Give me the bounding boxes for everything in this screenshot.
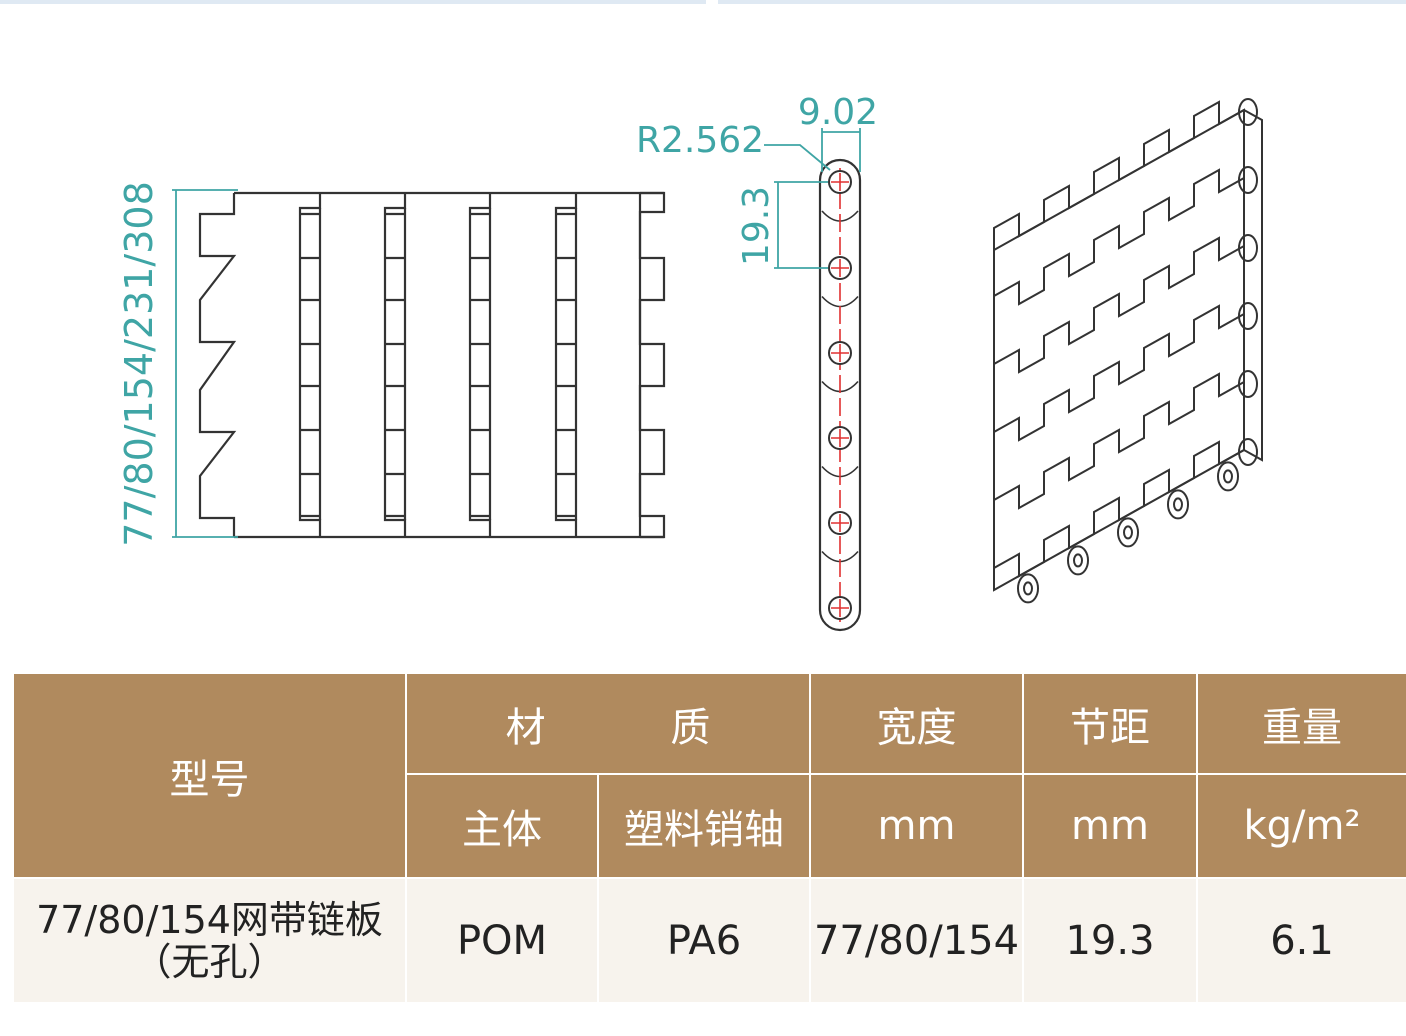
technical-drawing: 77/80/154/231/308 9.02 R2.562 19.3: [117, 92, 1263, 632]
header-pitch-unit: mm: [1022, 773, 1198, 879]
side-dimensions: [764, 128, 861, 269]
iso-bottom-knuckle: [1217, 461, 1239, 492]
iso-bottom-knuckle: [1117, 517, 1139, 548]
header-weight-unit: kg/m²: [1196, 773, 1406, 879]
iso-bottom-hole: [1223, 469, 1233, 484]
header-weight: 重量: [1196, 672, 1406, 775]
cell-body: POM: [405, 877, 599, 1004]
iso-link-row: [993, 304, 1245, 454]
iso-bottom-knuckle: [1067, 545, 1089, 576]
radius-label: R2.562: [636, 120, 764, 161]
spec-table: 型号 材 质 宽度 节距 重量 主体 塑料销轴 mm mm kg/m² 77/8…: [12, 672, 1406, 1004]
iso-pin-hole: [1238, 370, 1258, 398]
link-column-3: [468, 193, 492, 537]
model-line-2: （无孔）: [133, 939, 286, 984]
iso-link-row: [993, 236, 1245, 386]
header-material-body: 主体: [405, 773, 599, 879]
cell-model: 77/80/154网带链板 （无孔）: [12, 877, 407, 1004]
link-column-4: [554, 193, 578, 537]
header-model: 型号: [12, 672, 407, 879]
top-bar-left: [0, 0, 706, 4]
link-column-1: [298, 193, 322, 537]
iso-bottom-hole: [1023, 581, 1033, 596]
side-body: [818, 158, 862, 632]
width-dimension: [172, 189, 238, 538]
iso-link-row: [993, 168, 1245, 318]
cell-weight: 6.1: [1196, 877, 1406, 1004]
iso-pin-hole: [1238, 98, 1258, 126]
header-width-unit: mm: [809, 773, 1024, 879]
header-material: 材 质: [405, 672, 811, 775]
header-material-pin: 塑料销轴: [597, 773, 811, 879]
iso-link-row: [993, 372, 1245, 522]
left-knuckles: [198, 193, 237, 537]
iso-bottom-hole: [1173, 497, 1183, 512]
cell-pitch: 19.3: [1022, 877, 1198, 1004]
pitch-label: 19.3: [736, 186, 777, 266]
iso-pin-hole: [1238, 166, 1258, 194]
top-view: 77/80/154/231/308: [117, 181, 666, 547]
header-pitch: 节距: [1022, 672, 1198, 775]
link-column-2: [383, 193, 407, 537]
iso-bottom-hole: [1123, 525, 1133, 540]
width-dimension-label: 77/80/154/231/308: [117, 181, 161, 547]
iso-link-row: [993, 100, 1245, 250]
iso-bottom-hole: [1073, 553, 1083, 568]
header-width: 宽度: [809, 672, 1024, 775]
iso-link-row: [993, 440, 1245, 590]
thickness-label: 9.02: [798, 92, 878, 133]
iso-pin-hole: [1238, 302, 1258, 330]
top-bar-right: [718, 0, 1406, 4]
iso-pin-hole: [1238, 438, 1258, 466]
iso-side: [1243, 109, 1263, 462]
model-line-1: 77/80/154网带链板: [36, 897, 383, 942]
right-knuckles: [638, 191, 666, 539]
iso-bottom-knuckle: [1017, 573, 1039, 604]
cell-pin: PA6: [597, 877, 811, 1004]
iso-pin-hole: [1238, 234, 1258, 262]
iso-bottom-knuckle: [1167, 489, 1189, 520]
cell-width: 77/80/154: [809, 877, 1024, 1004]
side-view: 9.02 R2.562 19.3: [636, 92, 878, 632]
isometric-view: [993, 98, 1263, 604]
